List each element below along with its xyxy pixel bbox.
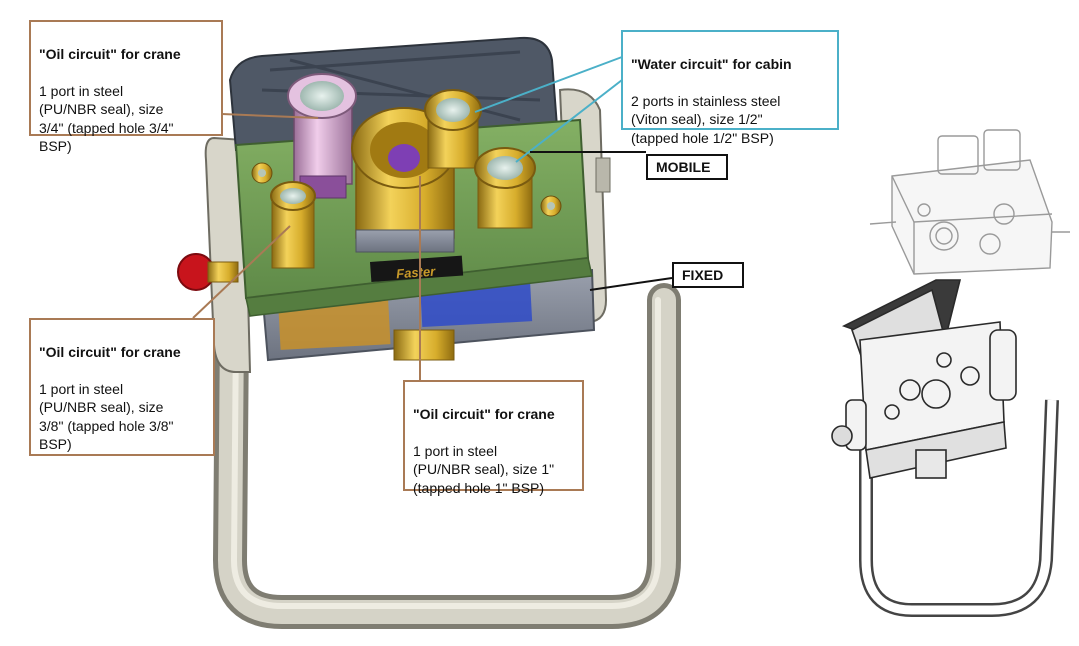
leader-oil-3-8	[192, 225, 291, 319]
callout-oil-3-4: "Oil circuit" for crane 1 port in steel …	[29, 20, 223, 154]
thumbnail-coupling-top	[869, 129, 1070, 275]
leader-water-2	[515, 79, 623, 163]
callout-oil-3-8-body: 1 port in steel (PU/NBR seal), size 3/8"…	[39, 380, 174, 453]
port-water-2	[474, 147, 536, 229]
port-oil-3-4	[287, 73, 357, 199]
brand-plate	[370, 255, 464, 282]
leader-water-1	[474, 56, 623, 113]
callout-oil-3-8-heading: "Oil circuit" for crane	[39, 343, 181, 360]
port-water-1	[424, 89, 482, 169]
callout-oil-1: "Oil circuit" for crane 1 port in steel …	[403, 380, 584, 496]
mobile-tag: MOBILE	[646, 154, 728, 180]
callout-oil-1-heading: "Oil circuit" for crane	[413, 405, 555, 422]
leader-oil-3-4	[221, 113, 319, 119]
port-oil-3-8	[270, 181, 316, 269]
callout-oil-3-8: "Oil circuit" for crane 1 port in steel …	[29, 318, 215, 456]
callout-water-body: 2 ports in stainless steel (Viton seal),…	[631, 92, 781, 146]
callout-oil-1-body: 1 port in steel (PU/NBR seal), size 1" (…	[413, 442, 555, 496]
leader-lines	[192, 56, 673, 380]
callout-water-heading: "Water circuit" for cabin	[631, 55, 792, 72]
callout-oil-3-4-body: 1 port in steel (PU/NBR seal), size 3/4"…	[39, 82, 174, 155]
mounting-bolts	[251, 162, 562, 217]
callout-oil-3-4-heading: "Oil circuit" for crane	[39, 45, 181, 62]
brand-label: Faster	[396, 264, 437, 282]
thumbnail-coupling-bottom	[831, 279, 1059, 617]
callout-water-cabin: "Water circuit" for cabin 2 ports in sta…	[621, 30, 839, 146]
fixed-tag: FIXED	[672, 262, 744, 288]
port-oil-1	[351, 107, 457, 253]
leader-fixed	[589, 277, 673, 291]
